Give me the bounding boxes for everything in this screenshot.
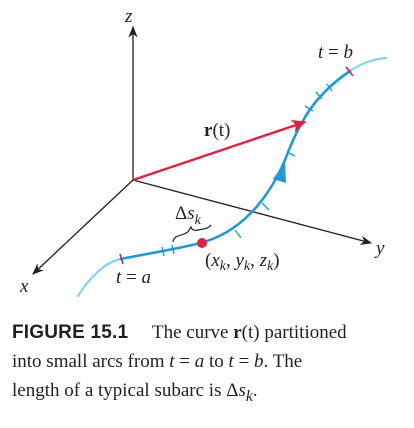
- axes: [32, 25, 373, 275]
- tick-t-equals-a: [119, 253, 124, 265]
- tick: [261, 202, 270, 211]
- label-point-coordinates: (xk, yk, zk): [205, 250, 280, 274]
- caption-line-1: FIGURE 15.1 The curve r(t) partitioned: [12, 322, 347, 343]
- curve-main: [119, 69, 352, 261]
- y-axis-label: y: [374, 238, 385, 259]
- caption-line-2: into small arcs from t = a to t = b. The: [12, 351, 303, 372]
- x-axis: [32, 179, 134, 275]
- x-axis-label: x: [19, 276, 29, 297]
- label-delta-s-k: Δsk: [175, 203, 202, 228]
- caption-line-3: length of a typical subarc is Δsk.: [12, 380, 258, 405]
- z-axis-label: z: [124, 6, 133, 27]
- sample-point: [197, 238, 207, 248]
- arc-brace: [172, 224, 212, 243]
- label-t-equals-b: t = b: [318, 42, 353, 63]
- label-r-of-t: r(t): [204, 120, 230, 141]
- label-t-equals-a: t = a: [116, 267, 151, 288]
- tick: [315, 91, 323, 100]
- tick: [286, 151, 296, 157]
- figure-15-1: z y x t = b t = a r(t) Δsk (xk, yk, zk): [19, 6, 388, 298]
- figure-label: FIGURE 15.1: [12, 322, 129, 343]
- tick: [161, 246, 165, 257]
- tick-t-equals-b: [345, 66, 354, 77]
- figure-caption: FIGURE 15.1 The curve r(t) partitioned i…: [12, 318, 408, 411]
- tick: [304, 105, 314, 112]
- figure-drawing: z y x t = b t = a r(t) Δsk (xk, yk, zk): [19, 6, 388, 298]
- position-vector: [132, 120, 307, 182]
- tick: [234, 229, 242, 239]
- curve-outer-start: [76, 257, 123, 298]
- partition-ticks: [161, 83, 333, 257]
- tick: [171, 244, 175, 255]
- curve-direction-arrow: [273, 162, 286, 183]
- curve-outer-end: [348, 56, 388, 73]
- tick: [326, 83, 333, 92]
